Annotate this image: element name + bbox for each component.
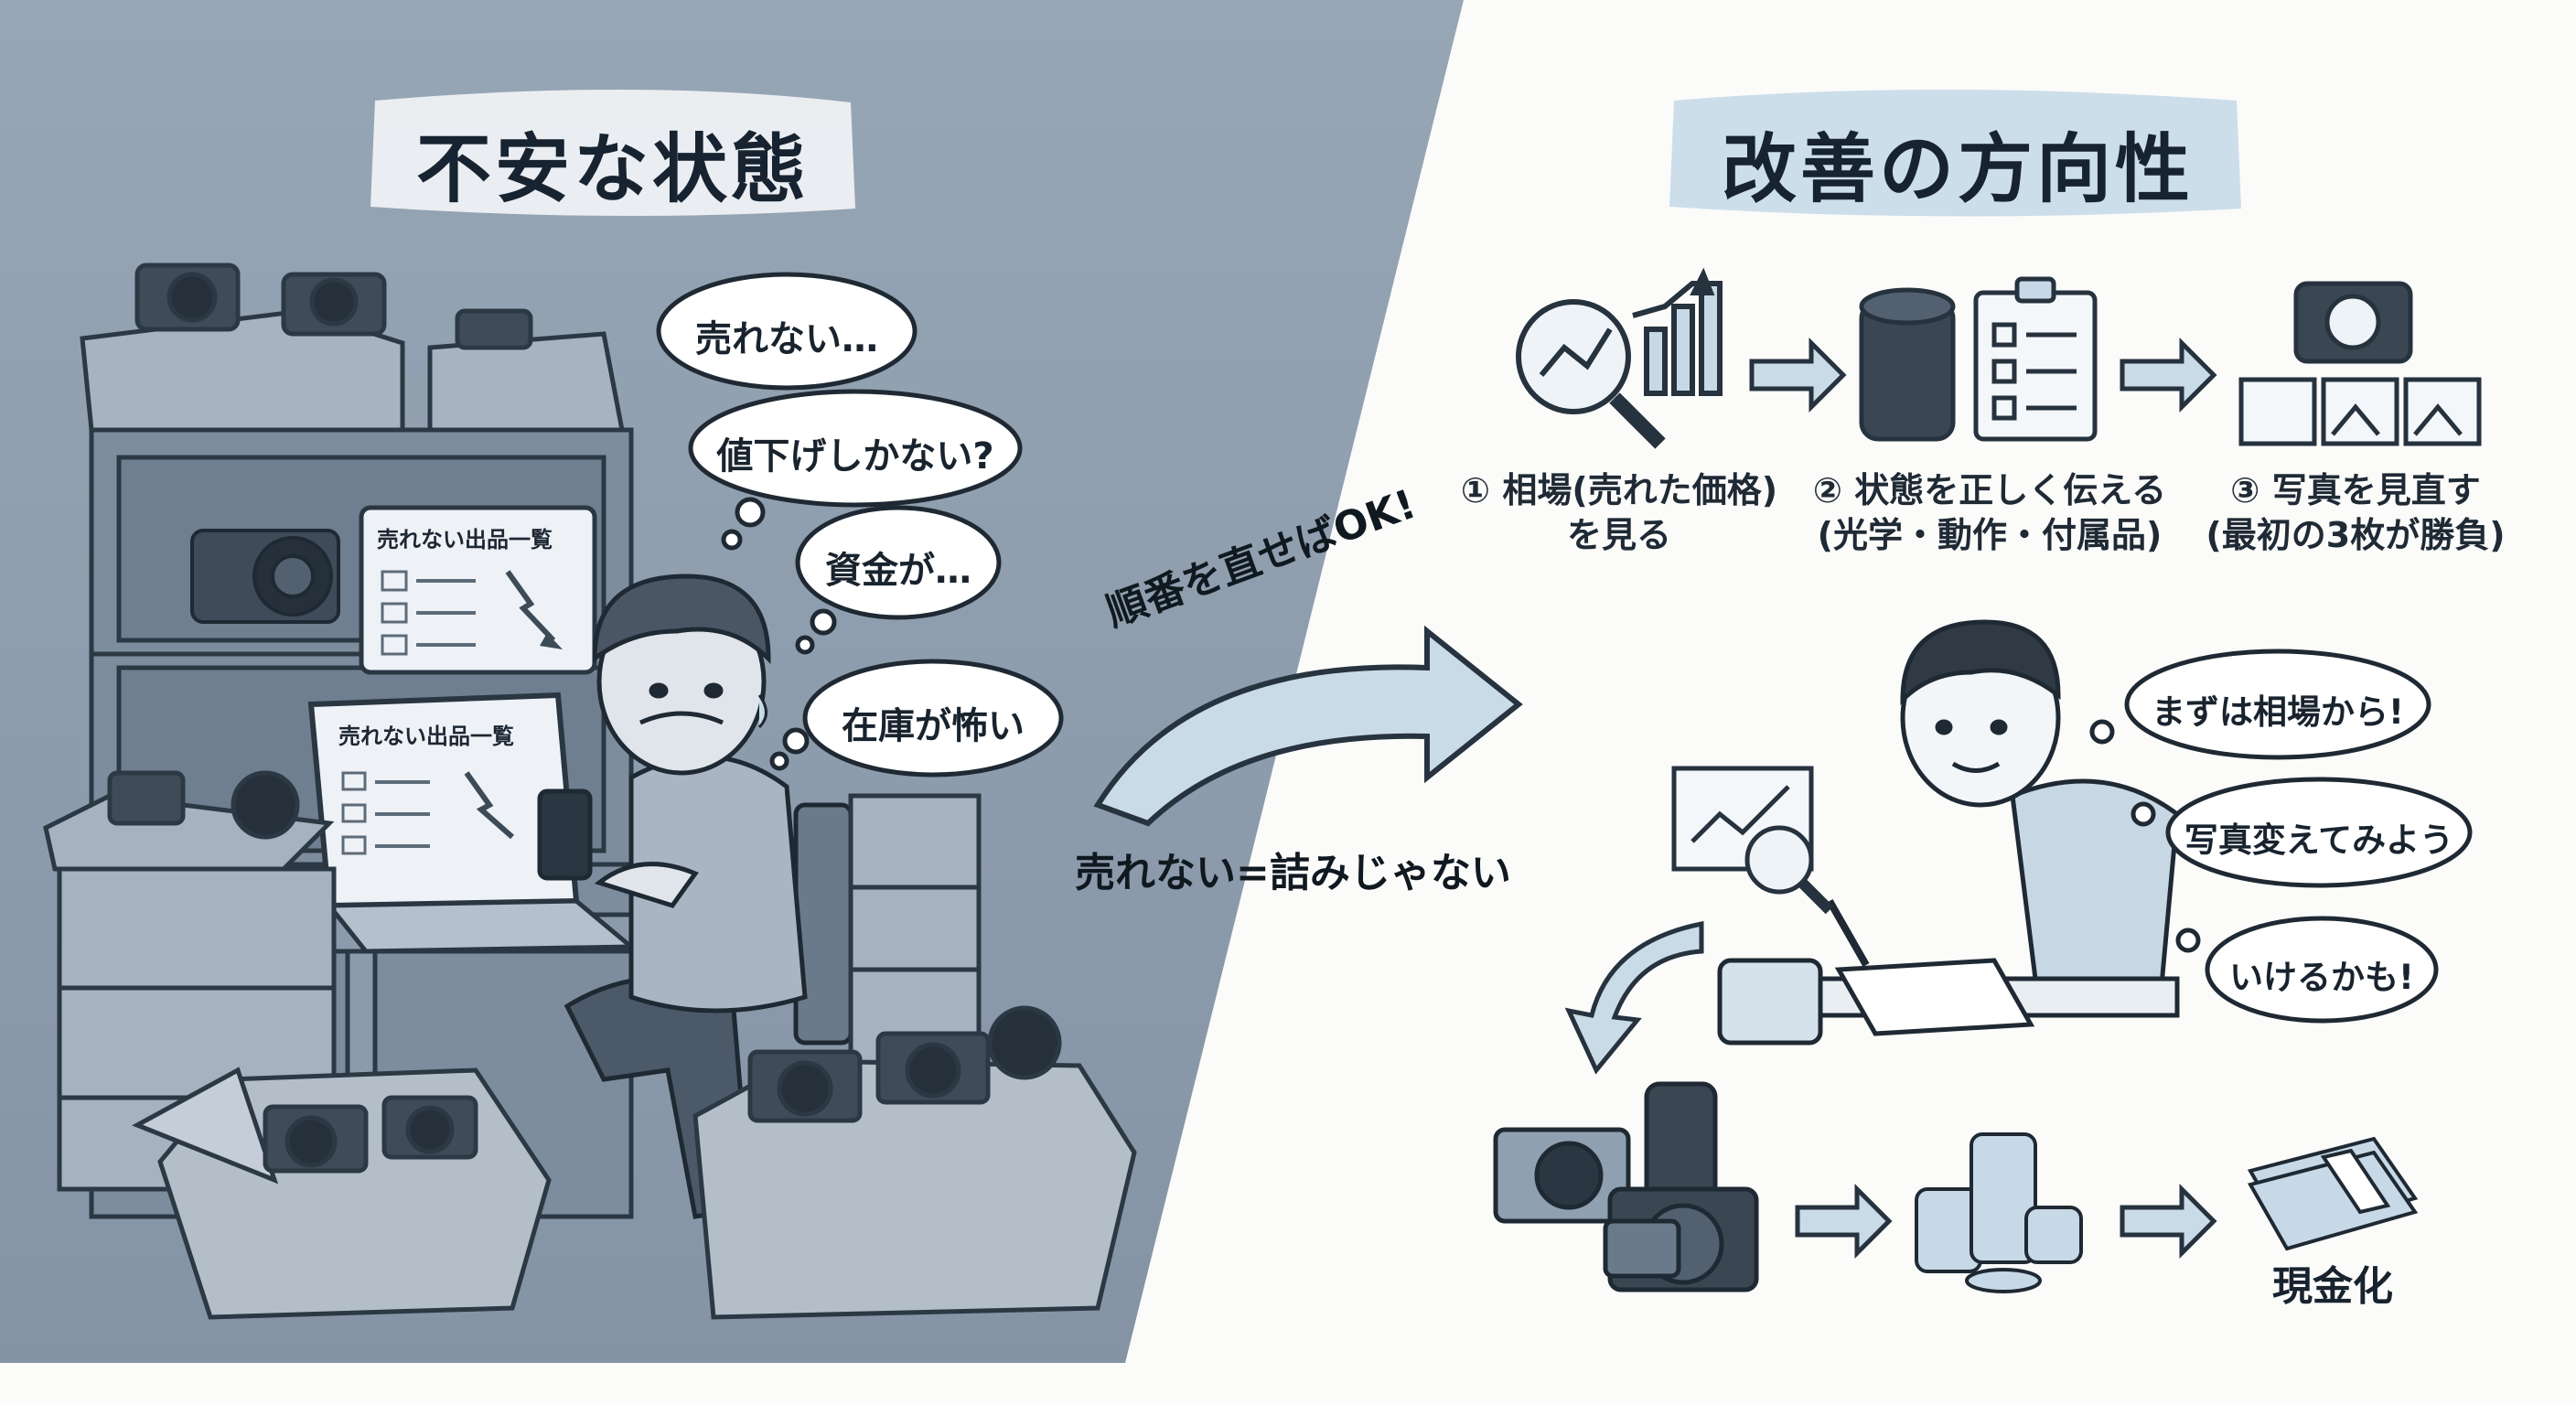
left-bubbles [656, 272, 1064, 778]
result-arrow-1 [1795, 1183, 1893, 1260]
result-label: 現金化 [2272, 1263, 2393, 1310]
transition-arrow [1093, 625, 1523, 827]
cash-bundle-icon [2247, 1136, 2419, 1251]
thought-left-4: 在庫が怖い [842, 705, 1025, 747]
step-1-line-2: を見る [1566, 515, 1671, 556]
down-curved-arrow [1564, 920, 1704, 1075]
camera-pile [1493, 1081, 1759, 1292]
monitor-title: 売れない出品一覧 [377, 527, 553, 552]
open-box-front-left [132, 1067, 552, 1320]
laptop [307, 692, 638, 954]
result-arrow-2 [2120, 1183, 2217, 1260]
thought-right-3: いけるかも! [2229, 958, 2414, 997]
step-arrow-2 [2120, 337, 2217, 413]
right-title: 改善の方向性 [1721, 126, 2194, 213]
step-2-line-2: (光学・動作・付属品) [1817, 515, 2163, 556]
thought-left-1: 売れない… [695, 318, 878, 360]
step-1-label: ① 相場(売れた価格) を見る [1441, 468, 1798, 559]
thought-left-2: 値下げしかない? [716, 435, 994, 477]
magnifier-chart-icon [1516, 267, 1723, 449]
boxes-right [848, 793, 982, 1073]
thought-left-3: 資金が… [825, 550, 971, 592]
open-box-front-right [692, 1005, 1137, 1320]
thought-right-2: 写真変えてみよう [2184, 820, 2454, 860]
lens-checklist-icon [1859, 276, 2098, 442]
right-title-brush [1669, 90, 2241, 217]
laptop-title: 売れない出品一覧 [338, 724, 514, 749]
step-3-line-2: (最初の3枚が勝負) [2206, 515, 2506, 556]
working-person [1717, 619, 2180, 1046]
market-chart-card [1671, 766, 1834, 915]
thought-right-1: まずは相場から! [2152, 692, 2404, 732]
shelf-camera [190, 529, 340, 624]
wall-monitor [359, 505, 597, 675]
camera-photos-icon [2238, 281, 2482, 446]
step-2-line-1: ② 状態を正しく伝える [1812, 470, 2167, 510]
step-3-label: ③ 写真を見直す (最初の3枚が勝負) [2182, 468, 2529, 559]
left-title: 不安な状態 [415, 126, 810, 213]
transition-caption: 売れない=詰みじゃない [1075, 850, 1511, 896]
step-3-line-1: ③ 写真を見直す [2230, 470, 2481, 510]
left-title-brush [370, 89, 855, 217]
step-arrow-1 [1749, 337, 1847, 413]
coin-stacks-icon [1915, 1132, 2083, 1293]
step-2-label: ② 状態を正しく伝える (光学・動作・付属品) [1798, 468, 2182, 559]
right-bubbles [2089, 649, 2473, 1024]
top-boxes [80, 263, 626, 433]
step-1-line-1: ① 相場(売れた価格) [1460, 470, 1778, 510]
